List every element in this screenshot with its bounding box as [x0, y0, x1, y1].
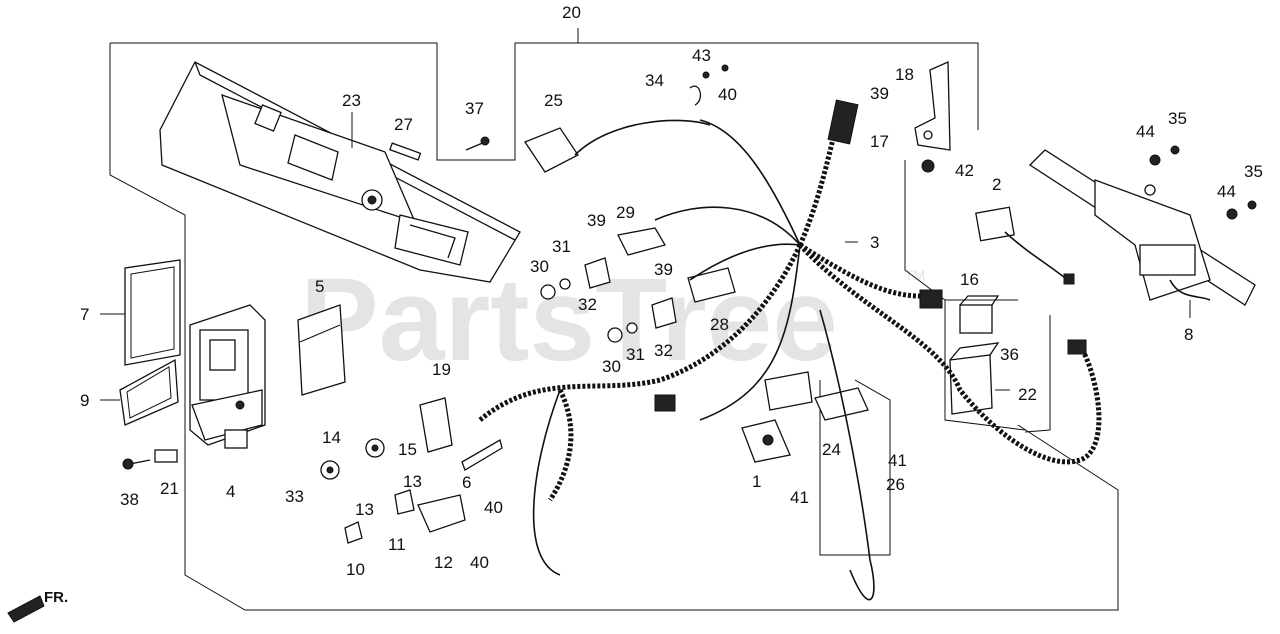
gasket-7: [124, 259, 181, 366]
callout-labels: 1 2 3 4 5 6 7 8 9 10 11 12 13 13 14 15 1…: [80, 3, 1263, 579]
module-2: [975, 206, 1075, 285]
callout-41-right: 41: [888, 451, 907, 470]
callout-4: 4: [226, 482, 235, 501]
module-29: [617, 227, 666, 256]
callout-16: 16: [960, 270, 979, 289]
callout-21: 21: [160, 479, 179, 498]
watermark-text: PartsTree: [300, 254, 838, 386]
callout-40-lower: 40: [470, 553, 489, 572]
relay-16: [959, 295, 1000, 334]
callout-43: 43: [692, 46, 711, 65]
callout-32-lower: 32: [654, 341, 673, 360]
module-28: [687, 267, 736, 303]
callout-25: 25: [544, 91, 563, 110]
callout-13-left: 13: [355, 500, 374, 519]
callout-26: 26: [886, 475, 905, 494]
knob-14: [320, 460, 340, 480]
bracket-6: [461, 439, 503, 471]
callout-17: 17: [870, 132, 889, 151]
cover-5: [297, 304, 346, 396]
component-22: [949, 342, 1000, 415]
nut-42: [921, 159, 935, 173]
switch-19: [419, 397, 453, 453]
switch-24: [814, 387, 869, 421]
callout-30-upper: 30: [530, 257, 549, 276]
connector-25: [524, 119, 711, 173]
front-direction-label: FR.: [44, 589, 68, 606]
callout-13-right: 13: [403, 472, 422, 491]
gasket-9: [119, 358, 179, 426]
front-direction-indicator: FR.: [7, 589, 68, 623]
callout-39-middle: 39: [587, 211, 606, 230]
knob-15: [365, 438, 385, 458]
callout-29: 29: [616, 203, 635, 222]
screw-38-21: [122, 449, 178, 470]
callout-31-lower: 31: [626, 345, 645, 364]
callout-22: 22: [1018, 385, 1037, 404]
callout-1: 1: [752, 472, 761, 491]
callout-40-top: 40: [718, 85, 737, 104]
callout-31-upper: 31: [552, 237, 571, 256]
callout-35-upper: 35: [1168, 109, 1187, 128]
grommet-30-upper: [540, 278, 571, 300]
callout-18: 18: [895, 65, 914, 84]
callout-37: 37: [465, 99, 484, 118]
callout-11: 11: [388, 535, 406, 554]
callout-24: 24: [822, 440, 841, 459]
callout-36: 36: [1000, 345, 1019, 364]
bracket-32-upper: [584, 257, 611, 289]
terminal-10: [344, 521, 363, 544]
wiring-harness-3: [478, 99, 1102, 601]
callout-20: 20: [562, 3, 581, 22]
callout-12: 12: [434, 553, 453, 572]
callout-34: 34: [645, 71, 664, 90]
callout-7: 7: [80, 305, 89, 324]
bracket-32-lower: [651, 297, 677, 329]
callout-19: 19: [432, 360, 451, 379]
watermark-trademark: TM: [905, 267, 925, 283]
callout-8: 8: [1184, 325, 1193, 344]
assembly-boundary: [109, 42, 1119, 611]
holder-12: [417, 494, 466, 533]
callout-40-middle: 40: [484, 498, 503, 517]
callout-27: 27: [394, 115, 413, 134]
callout-35-lower: 35: [1244, 162, 1263, 181]
callout-44-lower: 44: [1217, 182, 1236, 201]
callout-44-upper: 44: [1136, 122, 1155, 141]
callout-3: 3: [870, 233, 879, 252]
leader-lines: [100, 28, 1191, 401]
callout-32-upper: 32: [578, 295, 597, 314]
callout-15: 15: [398, 440, 417, 459]
control-panel-assembly: [159, 61, 521, 283]
callout-41-left: 41: [790, 488, 809, 507]
callout-30-lower: 30: [602, 357, 621, 376]
callout-14: 14: [322, 428, 341, 447]
callout-10: 10: [346, 560, 365, 579]
callout-39-lower: 39: [654, 260, 673, 279]
bracket-17: [914, 61, 951, 151]
bolt-44-35-lower: [1226, 200, 1257, 220]
callout-23: 23: [342, 91, 361, 110]
switch-1: [741, 419, 791, 463]
callout-33: 33: [285, 487, 304, 506]
callout-9: 9: [80, 391, 89, 410]
grommet-30-lower: [607, 322, 638, 343]
bolt-44-35-upper: [1149, 145, 1180, 166]
control-bracket-assembly: [189, 304, 266, 449]
mounting-rail-8: [1028, 149, 1256, 306]
callout-38: 38: [120, 490, 139, 509]
terminal-11: [394, 489, 415, 515]
callout-28-lower: 28: [710, 315, 729, 334]
callout-2: 2: [992, 175, 1001, 194]
callout-6: 6: [462, 473, 471, 492]
bolt-34-43-40: [689, 64, 729, 106]
screw-37: [465, 136, 490, 151]
callout-5: 5: [315, 277, 324, 296]
label-plate: [764, 371, 813, 411]
callout-39-top: 39: [870, 84, 889, 103]
callout-42: 42: [955, 161, 974, 180]
